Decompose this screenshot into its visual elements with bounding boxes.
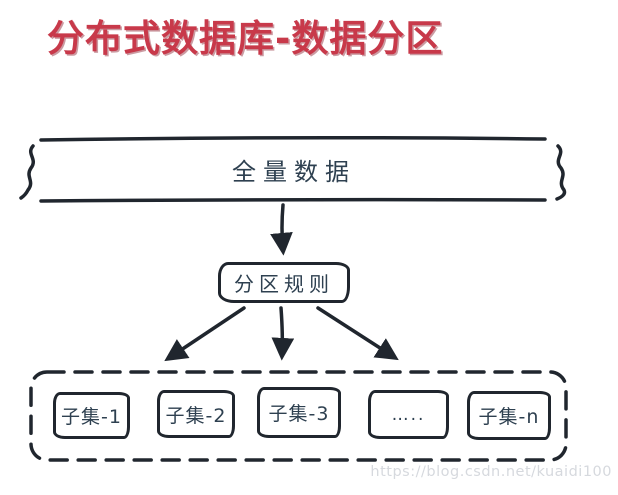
band-top-line (39, 135, 547, 142)
watermark: https://blog.csdn.net/kuaidi100 (370, 464, 612, 480)
partition-rule-box: 分区规则 (218, 262, 350, 303)
page-title: 分布式数据库-数据分区 (47, 17, 444, 60)
arrow-fulldata-to-rule (270, 203, 293, 256)
subset-label: 子集-1 (61, 406, 122, 428)
band-bottom-line (39, 197, 547, 203)
subset-label: 子集-2 (165, 404, 227, 427)
partition-rule-label: 分区规则 (234, 272, 334, 296)
subset-box-1: 子集-1 (53, 392, 130, 439)
subset-box-3: 子集-3 (257, 387, 341, 438)
subset-label: ….. (391, 404, 426, 425)
subset-box-ellipsis: ….. (368, 390, 449, 439)
band-right-squiggle (555, 144, 567, 201)
subset-label: 子集-n (478, 406, 540, 428)
arrow-rule-to-subset1 (164, 306, 246, 362)
subset-box-2: 子集-2 (157, 390, 235, 438)
subset-box-n: 子集-n (467, 391, 551, 440)
full-data-label: 全量数据 (232, 157, 356, 186)
subset-label: 子集-3 (268, 403, 330, 425)
arrow-rule-to-subset3 (316, 306, 399, 361)
band-left-squiggle (19, 144, 36, 200)
arrow-rule-to-subset2 (271, 306, 295, 361)
